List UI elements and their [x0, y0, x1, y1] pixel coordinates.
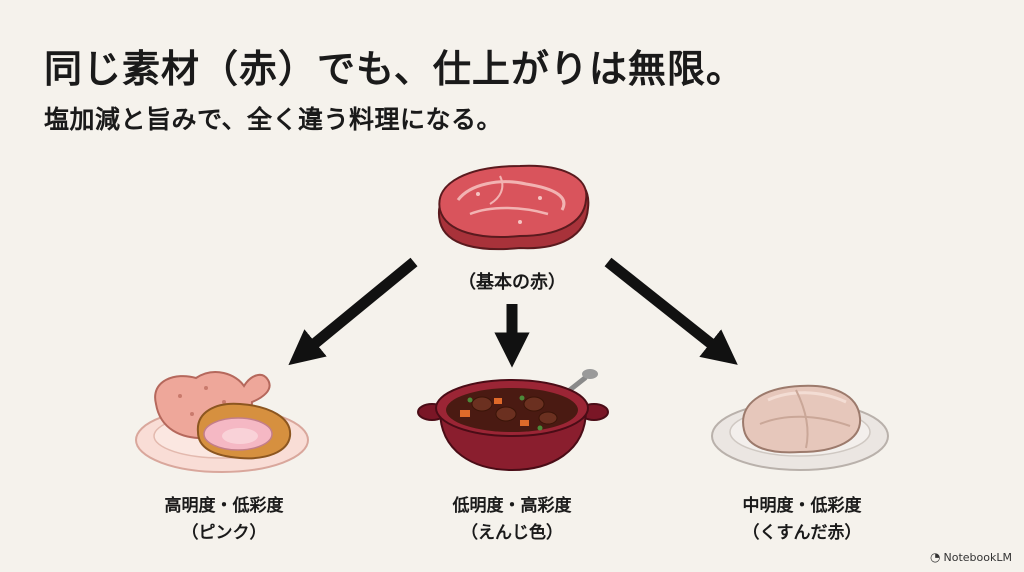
- dish-label-line1: 低明度・高彩度: [452, 496, 572, 516]
- dish-label-crimson: 低明度・高彩度 （えんじ色）: [402, 493, 622, 547]
- watermark: ◔ NotebookLM: [930, 550, 1012, 564]
- dish-label-dull-red: 中明度・低彩度 （くすんだ赤）: [692, 493, 912, 547]
- page-title: 同じ素材（赤）でも、仕上がりは無限。: [44, 47, 745, 91]
- roast-meat-icon: [711, 384, 889, 471]
- fried-chicken-icon: [135, 371, 309, 473]
- stew-pot-icon: [417, 369, 609, 472]
- dish-label-line1: 中明度・低彩度: [742, 496, 862, 516]
- arrow-to-right: [604, 257, 738, 365]
- raw-steak-icon: [437, 164, 590, 251]
- notebooklm-logo-icon: ◔: [930, 550, 941, 564]
- dish-label-line2: （くすんだ赤）: [742, 523, 862, 543]
- page-subtitle: 塩加減と旨みで、全く違う料理になる。: [44, 105, 503, 134]
- dish-label-line1: 高明度・低彩度: [164, 496, 284, 516]
- dish-label-line2: （えんじ色）: [461, 523, 563, 543]
- source-label: （基本の赤）: [458, 272, 566, 293]
- dish-label-line2: （ピンク）: [181, 523, 267, 543]
- watermark-text: NotebookLM: [943, 550, 1012, 564]
- dish-label-pink: 高明度・低彩度 （ピンク）: [114, 493, 334, 547]
- arrow-to-left: [288, 257, 418, 366]
